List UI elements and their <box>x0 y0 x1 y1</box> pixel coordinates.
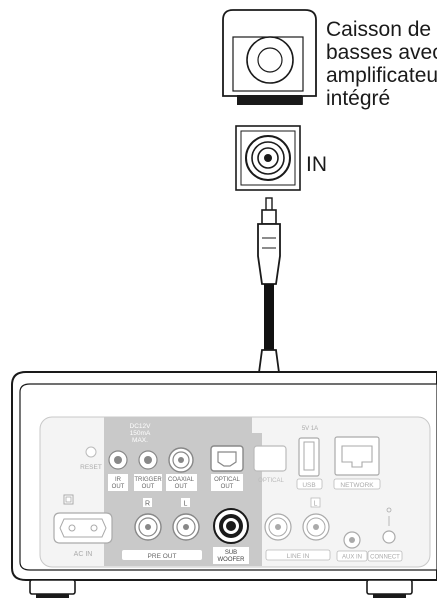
dc-label-line1: DC12V <box>130 423 152 430</box>
right-foot <box>366 579 413 595</box>
network-label: NETWORK <box>340 482 374 489</box>
dc-label: DC12V 150mA MAX. <box>130 423 152 444</box>
pre-out-jacks: R L PRE OUT <box>122 498 202 560</box>
optical-out-jack: OPTICAL OUT <box>210 445 244 491</box>
pre-out-l-label: L <box>184 501 188 508</box>
sub-woofer-label-1: SUB <box>225 550 237 556</box>
sub-woofer-label-2: WOOFER <box>218 557 246 563</box>
optical-out-label-1: OPTICAL <box>214 477 240 483</box>
optical-in-jack: OPTICAL <box>253 445 287 484</box>
line-in-label: LINE IN <box>287 553 310 560</box>
subwoofer-base <box>237 95 302 105</box>
usb-label: USB <box>302 482 315 489</box>
coaxial-out-jack: COAXIAL OUT <box>166 447 197 491</box>
pre-out-label: PRE OUT <box>148 553 177 560</box>
connect-button: CONNECT <box>367 507 403 562</box>
sub-woofer-jack: SUB WOOFER <box>213 508 249 564</box>
left-foot <box>29 579 76 595</box>
aux-in-label: AUX IN <box>342 555 362 561</box>
reset-button: RESET <box>80 446 102 471</box>
dc-label-line3: MAX. <box>132 437 148 444</box>
optical-in-label: OPTICAL <box>258 478 284 484</box>
usb-rating-label: 5V 1A <box>302 426 318 432</box>
ir-out-jack: IR OUT <box>108 450 128 491</box>
caption-line-4: intégré <box>326 87 391 110</box>
line-in-jacks: L LINE IN <box>264 497 331 561</box>
ac-in-label: AC IN <box>74 551 93 558</box>
trigger-out-label-2: OUT <box>142 484 155 490</box>
aux-in-jack: AUX IN <box>336 531 368 562</box>
ir-out-label-1: IR <box>115 477 122 483</box>
subwoofer-input-jack <box>235 125 301 191</box>
ac-in-socket: AC IN <box>53 494 113 558</box>
reset-label: RESET <box>80 464 102 471</box>
caption-line-1: Caisson de <box>326 18 432 41</box>
pre-out-r-label: R <box>145 501 150 508</box>
network-port: NETWORK <box>333 436 381 490</box>
coaxial-out-label-1: COAXIAL <box>168 477 195 483</box>
optical-out-label-2: OUT <box>221 484 234 490</box>
line-in-l-label: L <box>314 501 318 508</box>
input-label: IN <box>306 153 327 176</box>
caption-line-3: amplificateur <box>326 64 437 87</box>
ir-out-label-2: OUT <box>112 484 125 490</box>
subwoofer-illustration <box>222 9 317 105</box>
caption-line-2: basses avec <box>326 41 437 64</box>
coaxial-out-label-2: OUT <box>175 484 188 490</box>
trigger-out-label-1: TRIGGER <box>134 477 162 483</box>
dc-label-line2: 150mA <box>130 430 151 437</box>
usb-port: 5V 1A USB <box>296 426 323 490</box>
connect-label: CONNECT <box>370 555 400 561</box>
trigger-out-jack: TRIGGER OUT <box>134 450 162 491</box>
